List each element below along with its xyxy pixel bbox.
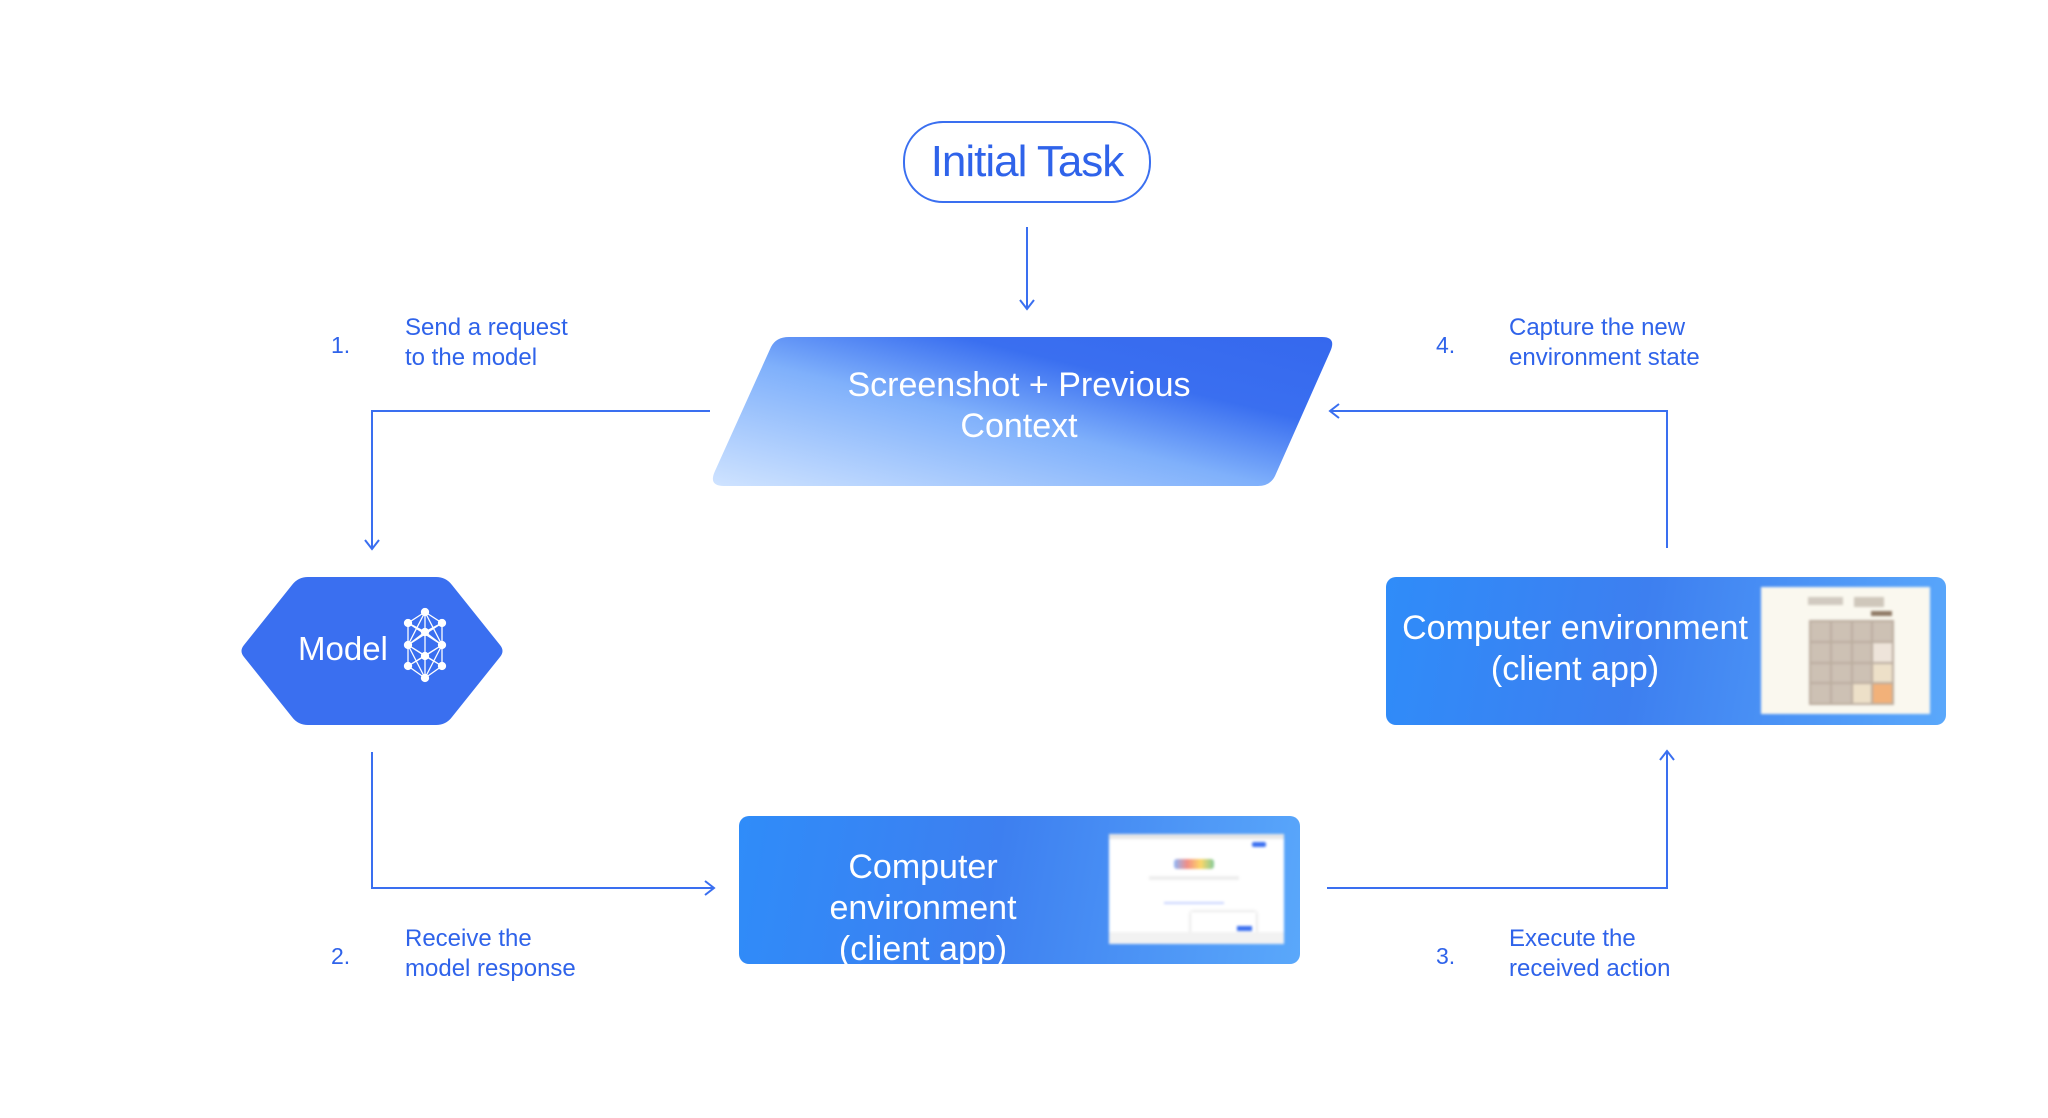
env-bottom-line1: Computer environment xyxy=(829,848,1017,927)
model-label: Model xyxy=(298,630,388,667)
step-2-line1: Receive the xyxy=(405,925,532,952)
step-4-number: 4. xyxy=(1436,332,1456,358)
arrow-context-to-model xyxy=(364,410,710,551)
env-node-right: Computer environment (client app) xyxy=(1386,577,1946,725)
step-1-label: Send a request to the model xyxy=(405,313,568,373)
step-3-number: 3. xyxy=(1436,943,1456,969)
initial-task-node: Initial Task xyxy=(903,121,1151,203)
step-3-line1: Execute the xyxy=(1509,925,1636,952)
step-2-number: 2. xyxy=(331,943,351,969)
step-4-line1: Capture the new xyxy=(1509,314,1686,341)
step-1-line2: to the model xyxy=(405,344,538,371)
env-right-line1: Computer environment xyxy=(1402,609,1748,647)
context-line1: Screenshot + Previous xyxy=(847,366,1191,404)
step-4-line2: environment state xyxy=(1509,344,1700,371)
step-1-line1: Send a request xyxy=(405,314,568,341)
env-bottom-label: Computer environment (client app) xyxy=(753,847,1093,970)
context-parallelogram xyxy=(712,337,1333,486)
context-line2: Context xyxy=(960,407,1078,445)
step-4-label: Capture the new environment state xyxy=(1509,313,1700,373)
step-3-line2: received action xyxy=(1509,955,1671,982)
model-hexagon xyxy=(241,577,503,725)
context-node-label: Screenshot + Previous Context xyxy=(779,365,1259,447)
env-node-bottom: Computer environment (client app) xyxy=(739,816,1300,968)
initial-task-label: Initial Task xyxy=(930,137,1125,186)
step-3-label: Execute the received action xyxy=(1509,924,1670,984)
step-2-line2: model response xyxy=(405,955,576,982)
neural-network-icon xyxy=(403,607,447,683)
arrow-model-to-env xyxy=(371,752,716,896)
arrow-env-to-context xyxy=(1328,403,1668,548)
env-right-label: Computer environment (client app) xyxy=(1400,608,1750,690)
env-right-line2: (client app) xyxy=(1490,650,1660,688)
game-2048-screenshot-thumbnail xyxy=(1761,587,1930,714)
step-2-label: Receive the model response xyxy=(405,924,576,984)
arrow-env-to-env xyxy=(1327,749,1675,889)
env-bottom-line2: (client app) xyxy=(838,930,1008,968)
step-1-number: 1. xyxy=(331,332,351,358)
google-screenshot-thumbnail xyxy=(1109,834,1284,944)
arrow-task-to-context xyxy=(1019,227,1035,311)
